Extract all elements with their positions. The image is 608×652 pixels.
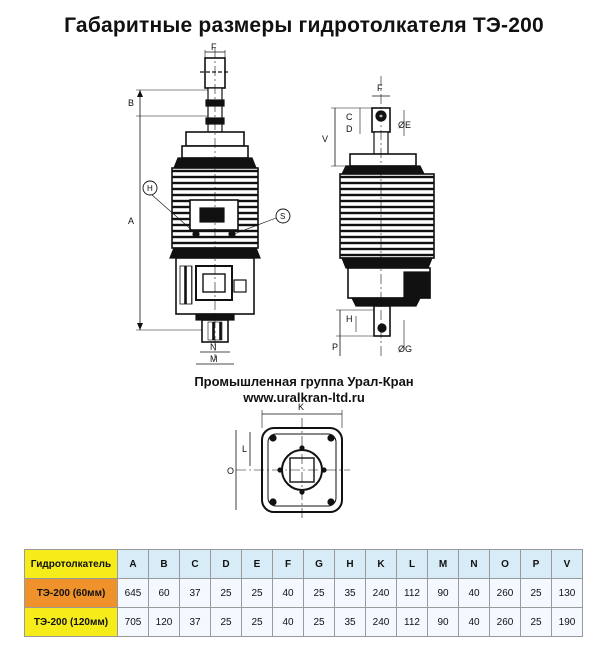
column-header: M [427,549,459,579]
label-s-callout: S [280,212,285,221]
column-header: G [303,549,335,579]
header-label-cell: Гидротолкатель [24,549,118,579]
model-cell: ТЭ-200 (60мм) [24,578,118,608]
column-header: A [117,549,149,579]
label-c: C [346,112,353,122]
value-cell: 705 [117,607,149,637]
label-a: A [128,216,134,226]
value-cell: 40 [458,578,490,608]
value-cell: 240 [365,578,397,608]
value-cell: 25 [520,607,552,637]
column-header: B [148,549,180,579]
model-cell: ТЭ-200 (120мм) [24,607,118,637]
label-g: ØG [398,344,412,354]
value-cell: 60 [148,578,180,608]
value-cell: 35 [334,607,366,637]
company-website: www.uralkran-ltd.ru [243,390,365,405]
front-view-labels: F B A H S N M [128,42,285,364]
label-e: ØE [398,120,411,130]
column-header: N [458,549,490,579]
value-cell: 260 [489,578,521,608]
value-cell: 25 [520,578,552,608]
value-cell: 25 [210,578,242,608]
value-cell: 37 [179,578,211,608]
column-header: P [520,549,552,579]
value-cell: 40 [458,607,490,637]
column-header: O [489,549,521,579]
column-header: L [396,549,428,579]
value-cell: 112 [396,607,428,637]
value-cell: 190 [551,607,583,637]
value-cell: 260 [489,607,521,637]
value-cell: 240 [365,607,397,637]
label-v: V [322,134,328,144]
column-header: C [179,549,211,579]
company-block: Промышленная группа Урал-Кран www.uralkr… [0,374,608,406]
table-row: ТЭ-200 (60мм) 645 60 37 25 25 40 25 35 2… [24,578,583,608]
side-view-labels: F C D V ØE H P ØG [322,83,412,354]
value-cell: 40 [272,607,304,637]
company-name: Промышленная группа Урал-Кран [194,374,414,389]
value-cell: 90 [427,578,459,608]
page-title: Габаритные размеры гидротолкателя ТЭ-200 [64,14,544,37]
label-d: D [346,124,353,134]
label-f-front: F [211,42,217,52]
value-cell: 40 [272,578,304,608]
value-cell: 25 [241,578,273,608]
column-header: K [365,549,397,579]
label-l: L [242,444,247,454]
label-p: P [332,342,338,352]
column-header: V [551,549,583,579]
bottom-view-labels: K L O [227,402,304,476]
value-cell: 120 [148,607,180,637]
label-n: N [210,342,217,352]
column-header: D [210,549,242,579]
label-m: M [210,354,218,364]
value-cell: 130 [551,578,583,608]
value-cell: 112 [396,578,428,608]
value-cell: 25 [241,607,273,637]
value-cell: 25 [210,607,242,637]
column-header: E [241,549,273,579]
value-cell: 645 [117,578,149,608]
technical-drawing: F B A H S N M [128,42,435,520]
column-header: F [272,549,304,579]
value-cell: 90 [427,607,459,637]
value-cell: 35 [334,578,366,608]
dimensions-table: Гидротолкатель A B C D E F G H K L M N O… [24,549,583,637]
value-cell: 37 [179,607,211,637]
label-b: B [128,98,134,108]
label-o: O [227,466,234,476]
label-f-side: F [377,83,383,93]
table-row: ТЭ-200 (120мм) 705 120 37 25 25 40 25 35… [24,607,583,637]
bottom-view [235,410,350,520]
side-view [331,76,435,356]
value-cell: 25 [303,607,335,637]
front-view [136,48,291,365]
table-header-row: Гидротолкатель A B C D E F G H K L M N O… [24,549,583,579]
value-cell: 25 [303,578,335,608]
column-header: H [334,549,366,579]
label-k: K [298,402,304,412]
label-h-callout: H [147,184,153,193]
label-h-side: H [346,314,353,324]
